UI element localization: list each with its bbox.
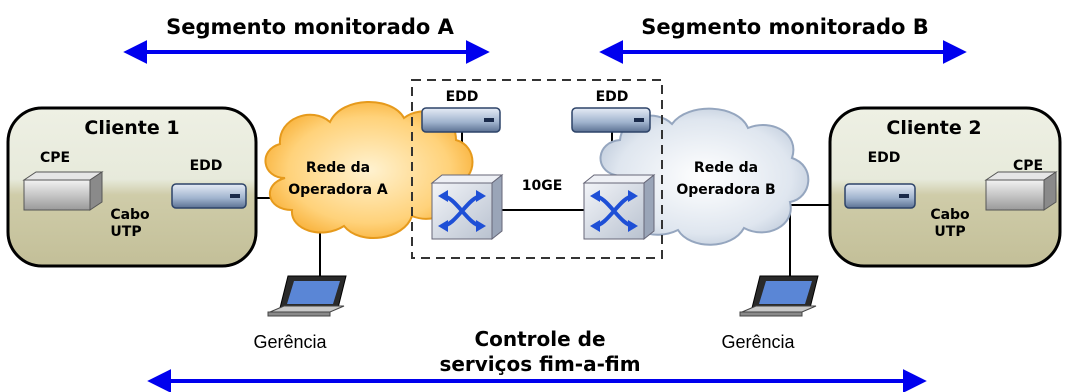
management-left-label: Gerência	[253, 332, 327, 352]
operator-a-label-2: Operadora A	[288, 182, 388, 198]
client-2-title: Cliente 2	[886, 117, 981, 139]
segment-a-label: Segmento monitorado A	[166, 15, 454, 39]
client-2-edd-device	[844, 183, 916, 209]
operator-a-cloud	[264, 101, 474, 240]
core-edd-b-device	[571, 107, 651, 133]
client-2-box: Cliente 2 EDD CPE Cabo UTP	[828, 106, 1062, 268]
core-edd-b-label: EDD	[596, 89, 629, 105]
client-1-cpe-label: CPE	[40, 150, 70, 166]
client-2-edd-label: EDD	[868, 150, 901, 166]
switch-a-icon	[430, 173, 504, 241]
client-2-cable-label-1: Cabo	[930, 207, 970, 223]
segment-b-label: Segmento monitorado B	[641, 15, 928, 39]
end-to-end-label-1: Controle de	[474, 327, 605, 351]
laptop-right-icon	[739, 275, 819, 317]
operator-b-label-2: Operadora B	[676, 182, 775, 198]
client-1-edd-label: EDD	[190, 158, 223, 174]
operator-b-label-1: Rede da	[694, 160, 758, 176]
operator-a-label-1: Rede da	[306, 160, 370, 176]
laptop-left-icon	[267, 275, 347, 317]
client-1-edd-device	[171, 183, 247, 209]
client-1-cpe-device	[22, 171, 104, 211]
core-edd-a-label: EDD	[446, 89, 479, 105]
core-dashed-box	[411, 79, 663, 259]
switch-b-icon	[582, 173, 656, 241]
client-1-cable-label-2: UTP	[110, 224, 141, 240]
management-right-label: Gerência	[721, 332, 795, 352]
core-edd-a-device	[421, 107, 501, 133]
client-2-cpe-device	[984, 171, 1058, 211]
link-10ge-label: 10GE	[522, 178, 563, 194]
client-2-cable-label-2: UTP	[934, 224, 965, 240]
client-1-cable-label-1: Cabo	[110, 207, 150, 223]
client-2-cpe-label: CPE	[1013, 158, 1043, 174]
client-1-box: Cliente 1 CPE EDD Cabo UTP	[6, 106, 258, 268]
end-to-end-label-2: serviços fim-a-fim	[439, 352, 640, 376]
client-1-title: Cliente 1	[84, 117, 179, 139]
